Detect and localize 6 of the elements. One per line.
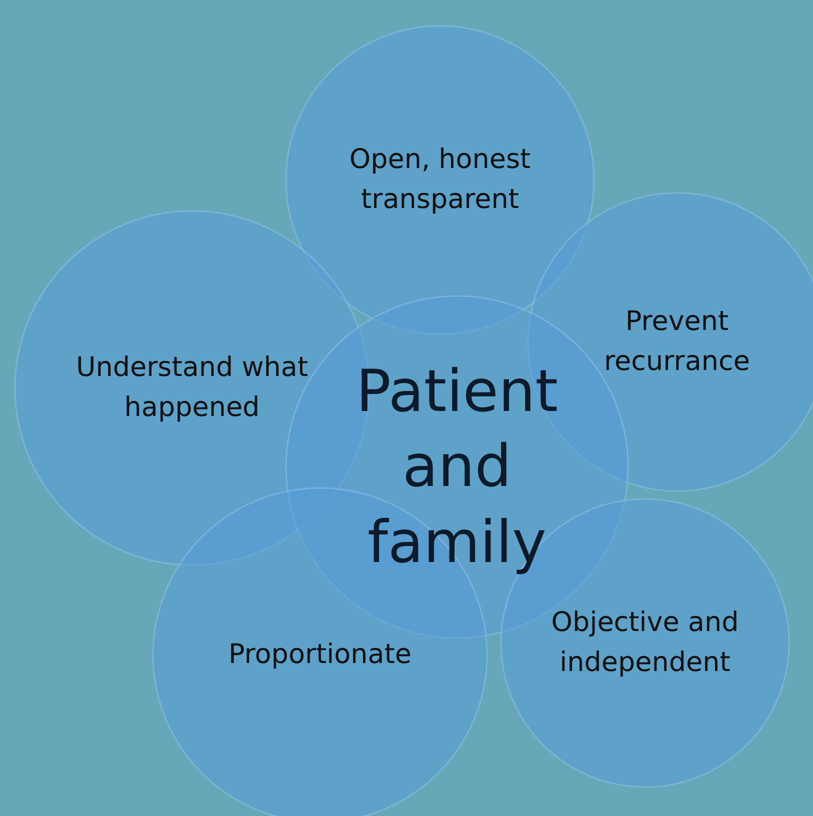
circle-label: Proportionate — [227, 638, 413, 672]
circle-label: Objective and independent — [550, 606, 740, 680]
circle-label: Open, honest transparent — [348, 142, 532, 217]
circle-label: Prevent recurrance — [603, 304, 751, 379]
center-title: Patient and family — [355, 356, 559, 578]
circle-label: Understand what happened — [74, 350, 310, 425]
